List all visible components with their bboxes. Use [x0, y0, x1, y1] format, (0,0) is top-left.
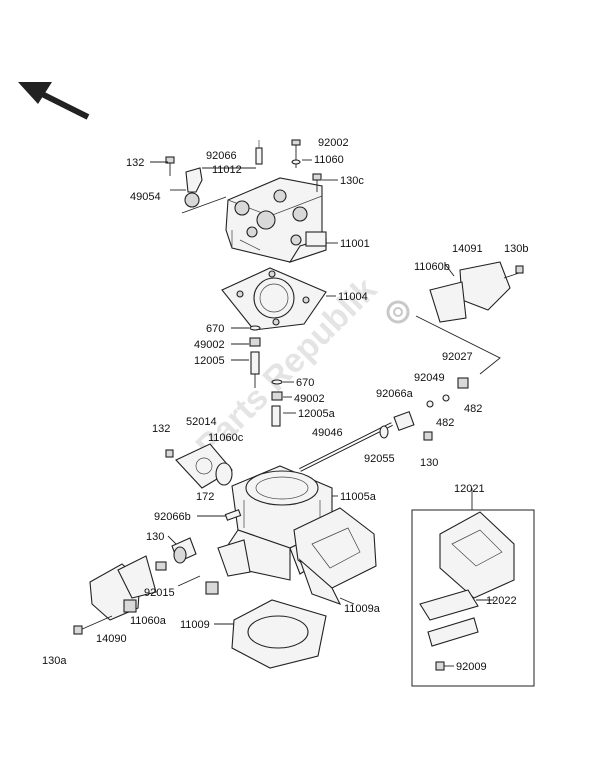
part-92015 — [155, 561, 167, 571]
intake-manifold — [293, 507, 377, 605]
callout-14090: 14090 — [96, 633, 127, 645]
callout-49054: 49054 — [130, 191, 161, 203]
callout-12022: 12022 — [486, 595, 517, 607]
callout-670-lower: 670 — [296, 377, 314, 389]
callout-11009: 11009 — [180, 619, 210, 631]
callout-11004: 11004 — [338, 291, 368, 303]
callout-132-mid: 132 — [152, 423, 170, 435]
callout-130b: 130b — [504, 243, 528, 255]
bolt-130c — [312, 173, 322, 192]
callout-92002: 92002 — [318, 137, 349, 149]
leader-lines — [150, 159, 494, 667]
callout-130a: 130a — [42, 655, 67, 667]
front-direction-arrow-icon — [18, 82, 90, 120]
cover-14091 — [429, 261, 524, 323]
callout-482-left: 482 — [436, 417, 454, 429]
callout-92009: 92009 — [456, 661, 487, 673]
bolt-132-top — [165, 156, 175, 176]
callout-49046: 49046 — [312, 427, 343, 439]
callout-92027: 92027 — [442, 351, 473, 363]
cover-14090 — [73, 555, 157, 635]
callout-11060b: 11060b — [414, 261, 450, 273]
callout-172: 172 — [196, 491, 214, 503]
sensor-92066-top — [255, 140, 263, 165]
callout-11012: 11012 — [212, 164, 242, 176]
callout-12021: 12021 — [454, 483, 485, 495]
callout-49002-lower: 49002 — [294, 393, 325, 405]
callout-132-top: 132 — [126, 157, 144, 169]
cylinder-head — [225, 177, 327, 264]
callout-11009a: 11009a — [344, 603, 381, 615]
callout-92015: 92015 — [144, 587, 175, 599]
bolt-92002 — [291, 139, 301, 168]
part-11012-elbow — [181, 167, 227, 214]
part-92066b — [224, 509, 242, 521]
callout-130-right: 130 — [420, 457, 438, 469]
callout-11060c: 11060c — [208, 432, 244, 444]
shaft-49046 — [299, 422, 433, 472]
callout-11060a: 11060a — [130, 615, 167, 627]
callout-11060: 11060 — [314, 154, 344, 166]
callout-670-upper: 670 — [206, 323, 224, 335]
part-12005-stack — [249, 325, 261, 388]
callout-92055: 92055 — [364, 453, 395, 465]
callout-482-right: 482 — [464, 403, 482, 415]
callout-92066a: 92066a — [376, 388, 414, 400]
watermark-gear-icon — [386, 300, 410, 324]
callout-130c: 130c — [340, 175, 364, 187]
callout-12005: 12005 — [194, 355, 225, 367]
head-gasket-11004 — [221, 267, 327, 331]
callout-130-left: 130 — [146, 531, 164, 543]
part-130-left — [171, 537, 197, 564]
base-gasket-11009 — [231, 599, 327, 669]
callout-11005a: 11005a — [340, 491, 377, 503]
callout-14091: 14091 — [452, 243, 483, 255]
callout-92066: 92066 — [206, 150, 237, 162]
callout-92049: 92049 — [414, 372, 445, 384]
reed-valve-box — [411, 509, 535, 687]
callout-11001: 11001 — [340, 238, 370, 250]
part-12005a-stack — [271, 379, 283, 427]
callout-49002-upper: 49002 — [194, 339, 225, 351]
callout-12005a: 12005a — [298, 408, 336, 420]
valve-linkage — [393, 315, 501, 432]
callout-52014: 52014 — [186, 416, 217, 428]
bracket-52014 — [165, 443, 233, 489]
callout-92066b: 92066b — [154, 511, 191, 523]
